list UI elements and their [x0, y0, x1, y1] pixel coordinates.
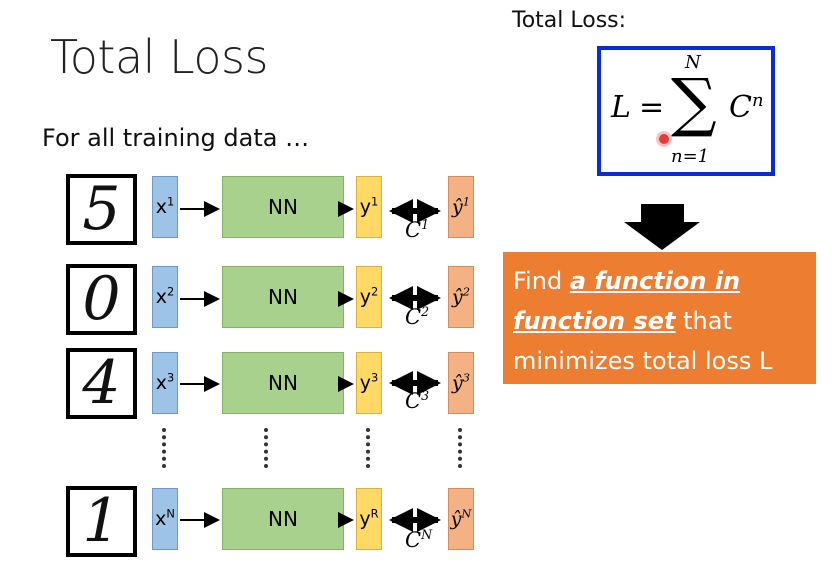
yhat-label: ŷ [450, 508, 462, 530]
nn-box: NN [222, 266, 344, 328]
x-sup: 3 [167, 370, 175, 385]
yhat-sup: 3 [462, 370, 470, 385]
c-sup: 1 [421, 217, 430, 232]
c-sup: 3 [421, 388, 430, 403]
digit-image: 1 [66, 486, 137, 557]
nn-box: NN [222, 488, 344, 550]
input-x-box: x3 [152, 352, 178, 414]
ellipsis-dots [366, 428, 372, 468]
c-label: C [405, 528, 422, 552]
y-label: y [359, 372, 371, 394]
c-label: C [405, 389, 422, 413]
callout-line-1: Find a function in [513, 261, 806, 301]
y-sup: 2 [371, 284, 379, 299]
term-sup: n [751, 90, 764, 111]
callout-line-3: minimizes total loss L [513, 347, 773, 375]
callout-line-2: function set that [513, 301, 806, 341]
cost-label: C3 [405, 389, 429, 413]
input-x-box: x2 [152, 266, 178, 328]
digit-image: 4 [66, 348, 137, 419]
x-label: x [155, 372, 167, 394]
input-x-box: xN [152, 488, 178, 550]
input-x-box: x1 [152, 176, 178, 238]
callout-part1: Find [513, 267, 570, 295]
x-sup: N [166, 506, 175, 521]
c-sup: N [421, 527, 433, 542]
output-y-box: yR [356, 488, 382, 550]
sum-upper-limit: N [685, 52, 701, 73]
cursor-pointer-dot [659, 134, 669, 144]
y-label: y [359, 286, 371, 308]
term-c: C [729, 90, 752, 125]
x-label: x [155, 286, 167, 308]
slide-title: Total Loss [50, 30, 268, 84]
target-yhat-box: ŷ1 [448, 176, 474, 238]
yhat-sup: 2 [462, 284, 470, 299]
y-sup: R [370, 506, 379, 521]
cost-label: CN [405, 528, 432, 552]
y-sup: 3 [371, 370, 379, 385]
formula-equals: = [639, 90, 665, 125]
output-y-box: y1 [356, 176, 382, 238]
digit-image: 5 [66, 174, 137, 245]
output-y-box: y3 [356, 352, 382, 414]
callout-box: Find a function in function set that min… [503, 252, 816, 384]
cost-label: C2 [405, 305, 429, 329]
yhat-label: ŷ [452, 196, 463, 218]
c-sup: 2 [421, 304, 430, 319]
callout-part2: that [675, 307, 732, 335]
yhat-label: ŷ [452, 372, 463, 394]
sigma-symbol: ∑ [671, 66, 717, 140]
formula-lhs: L [611, 90, 631, 125]
x-label: x [155, 196, 167, 218]
callout-emphasis-1: a function in [569, 267, 741, 295]
down-arrow-icon [624, 204, 700, 250]
target-yhat-box: ŷN [448, 488, 474, 550]
y-label: y [359, 508, 371, 530]
x-sup: 2 [167, 284, 175, 299]
c-label: C [405, 305, 422, 329]
callout-emphasis-2: function set [513, 307, 676, 335]
formula-term: Cn [729, 90, 764, 125]
output-y-box: y2 [356, 266, 382, 328]
cost-label: C1 [405, 218, 429, 242]
nn-box: NN [222, 352, 344, 414]
formula-box: L = ∑ N n=1 Cn [597, 46, 775, 176]
ellipsis-dots [264, 428, 270, 468]
yhat-label: ŷ [452, 286, 463, 308]
yhat-sup: 1 [462, 194, 470, 209]
target-yhat-box: ŷ2 [448, 266, 474, 328]
target-yhat-box: ŷ3 [448, 352, 474, 414]
x-sup: 1 [167, 194, 175, 209]
sum-lower-limit: n=1 [671, 146, 710, 167]
ellipsis-dots [458, 428, 464, 468]
c-label: C [405, 218, 422, 242]
total-loss-label: Total Loss: [512, 8, 627, 33]
ellipsis-dots [162, 428, 168, 468]
slide-subtitle: For all training data … [42, 124, 310, 152]
x-label: x [155, 508, 167, 530]
yhat-sup: N [461, 506, 472, 521]
digit-image: 0 [66, 264, 137, 335]
y-label: y [359, 196, 371, 218]
y-sup: 1 [371, 194, 379, 209]
